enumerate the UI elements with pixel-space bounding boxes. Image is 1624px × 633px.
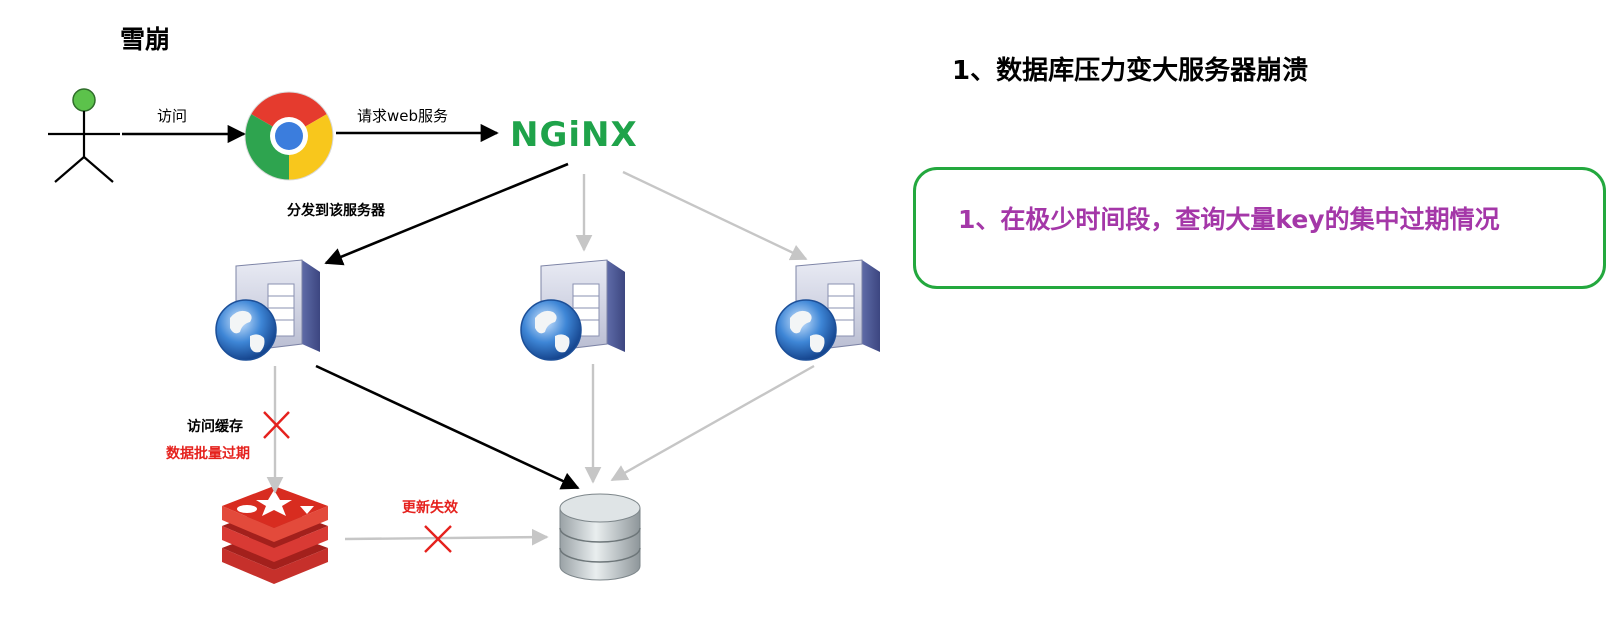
label-cache-access: 访问缓存 bbox=[187, 419, 243, 435]
chrome-icon bbox=[244, 91, 334, 181]
database-icon bbox=[559, 493, 641, 581]
callout-text: 1、在极少时间段，查询大量key的集中过期情况 bbox=[958, 205, 1500, 234]
arrow-nginx-to-server-right bbox=[622, 170, 808, 261]
arrow-server-left-to-db bbox=[315, 364, 580, 490]
label-request-web: 请求web服务 bbox=[357, 107, 449, 125]
conclusion-text: 1、数据库压力变大服务器崩溃 bbox=[952, 56, 1309, 86]
user-icon bbox=[48, 88, 120, 183]
server-icon-right bbox=[775, 259, 881, 361]
cross-icon-update bbox=[424, 525, 452, 553]
page-title: 雪崩 bbox=[120, 25, 171, 54]
label-dispatch: 分发到该服务器 bbox=[287, 203, 385, 219]
label-update-fail: 更新失效 bbox=[402, 500, 458, 516]
arrow-redis-to-db bbox=[344, 528, 549, 546]
arrow-nginx-to-server-left bbox=[324, 162, 569, 266]
label-batch-expire: 数据批量过期 bbox=[166, 446, 250, 462]
arrow-server-right-to-db bbox=[610, 364, 815, 482]
redis-icon bbox=[222, 486, 328, 584]
cross-icon-cache bbox=[263, 411, 290, 439]
server-icon-middle bbox=[520, 259, 626, 361]
server-icon-left bbox=[215, 259, 321, 361]
nginx-logo: NGiNX bbox=[510, 115, 638, 155]
label-visit: 访问 bbox=[157, 107, 188, 125]
callout-box: 1、在极少时间段，查询大量key的集中过期情况 bbox=[913, 167, 1606, 289]
